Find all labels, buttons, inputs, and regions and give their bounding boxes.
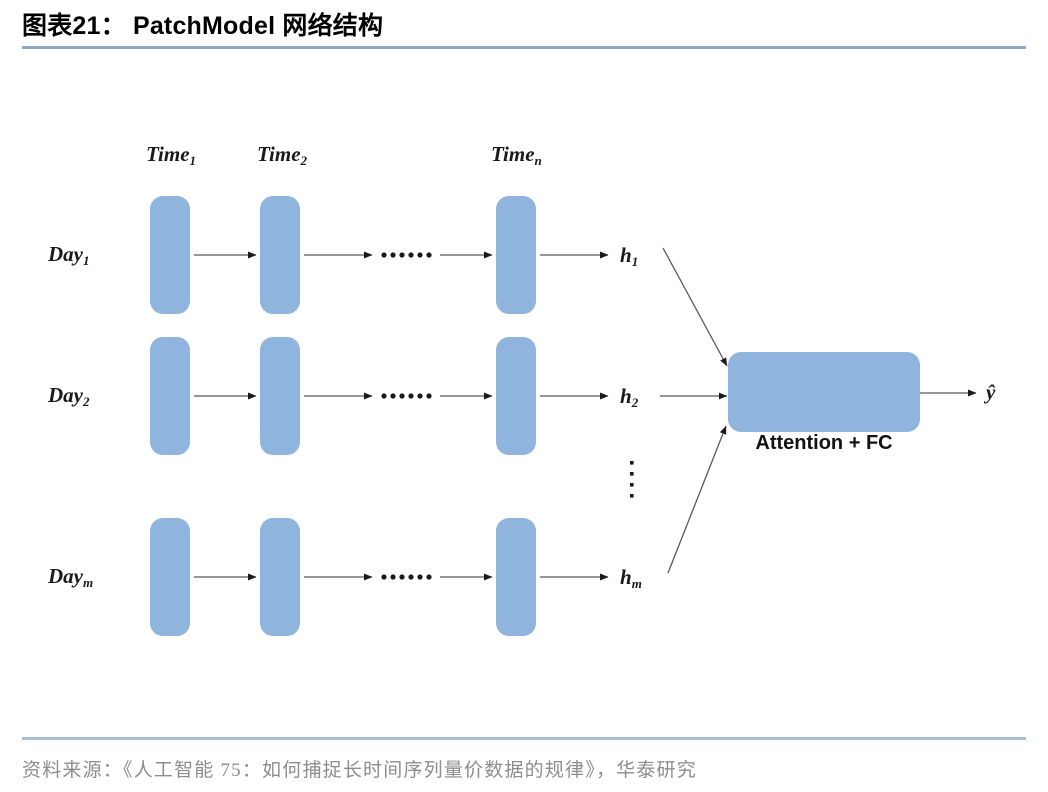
row-label-day-m: Daym xyxy=(48,564,94,590)
attention-fc-label: Attention + FC xyxy=(755,432,893,454)
page-title: 图表21： PatchModel 网络结构 xyxy=(22,12,384,40)
cell-day2-time2 xyxy=(260,337,300,455)
hidden-output-h-m: hm xyxy=(620,565,642,591)
patchmodel-architecture-diagram: Time1 Time2 Timen Day1 Day2 Daym h1 h2 h… xyxy=(0,52,1048,737)
row-label-day-1: Day1 xyxy=(48,242,90,268)
ellipsis-dots-row2 xyxy=(381,393,432,399)
cell-daym-time1 xyxy=(150,518,190,636)
title-divider xyxy=(22,46,1026,49)
output-label-yhat: ŷ xyxy=(986,380,996,404)
ellipsis-dots-row1 xyxy=(381,252,432,258)
vertical-ellipsis-icon xyxy=(630,461,634,498)
row-day-1 xyxy=(150,196,609,314)
hidden-output-h-2: h2 xyxy=(620,384,639,410)
cell-day1-time1 xyxy=(150,196,190,314)
row-label-day-2: Day2 xyxy=(48,383,90,409)
row-day-m xyxy=(150,518,609,636)
column-header-time-1: Time1 xyxy=(146,142,197,168)
row-day-2 xyxy=(150,337,609,455)
ellipsis-dots-row3 xyxy=(381,574,432,580)
column-header-time-n: Timen xyxy=(491,142,542,168)
diagram-canvas xyxy=(150,196,977,636)
column-header-time-2: Time2 xyxy=(257,142,308,168)
cell-day2-time1 xyxy=(150,337,190,455)
arrow-hm-to-attention xyxy=(667,425,727,574)
cell-daym-timen xyxy=(496,518,536,636)
cell-day2-timen xyxy=(496,337,536,455)
cell-daym-time2 xyxy=(260,518,300,636)
source-note: 资料来源：《人工智能 75：如何捕捉长时间序列量价数据的规律》，华泰研究 xyxy=(22,760,697,781)
cell-day1-time2 xyxy=(260,196,300,314)
arrow-h1-to-attention xyxy=(662,247,728,367)
hidden-output-h-1: h1 xyxy=(620,243,639,269)
footer-divider xyxy=(22,737,1026,740)
attention-fc-block[interactable] xyxy=(728,352,920,432)
cell-day1-timen xyxy=(496,196,536,314)
